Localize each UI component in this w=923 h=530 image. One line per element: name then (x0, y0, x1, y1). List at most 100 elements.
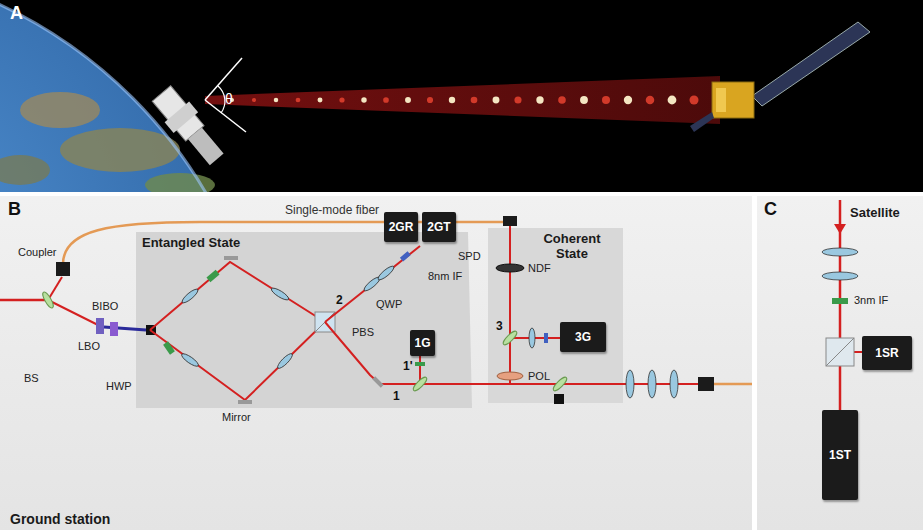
optics-ellipse (180, 352, 200, 368)
optics-rect (163, 341, 175, 354)
optics-g (690, 22, 870, 132)
optics-rect (716, 88, 726, 112)
optics-ellipse (822, 272, 858, 280)
optics-ellipse (60, 128, 180, 172)
part-label: HWP (106, 380, 132, 392)
optics-rect (372, 376, 383, 387)
panel-b (0, 196, 752, 530)
photon-dot (252, 98, 256, 102)
optics-rect (698, 377, 714, 391)
optics-polygon (205, 76, 720, 124)
fiber-label: Single-mode fiber (285, 204, 379, 217)
optics-polygon (752, 22, 870, 106)
optics-circle (0, 0, 270, 192)
optics-rect (96, 318, 104, 334)
optics-circle (0, 0, 270, 192)
part-label: PBS (352, 326, 374, 338)
panel-c (757, 196, 923, 530)
optics-ellipse (670, 370, 678, 398)
optics-polyline (150, 322, 325, 400)
part-label: Coupler (18, 246, 57, 258)
optics-ellipse (20, 92, 100, 128)
optics-polygon (834, 224, 846, 234)
satellite-panel: Satellite 1SR 1ST (757, 196, 923, 530)
detector-box: 2GR (384, 212, 418, 242)
part-label: BIBO (92, 300, 118, 312)
panel-heading: Ground station (10, 511, 110, 527)
optics-ellipse (376, 264, 395, 281)
optics-line (0, 299, 48, 302)
photon-dot (296, 98, 301, 103)
photon-dot (514, 96, 521, 103)
photon-dot (383, 97, 389, 103)
optics-polygon (690, 112, 714, 132)
path-number: 1 (393, 390, 400, 403)
photon-dot (427, 97, 433, 103)
optics-ellipse (270, 286, 290, 302)
detector-box: 2GT (422, 212, 456, 242)
panel-letter: B (8, 200, 21, 220)
optics-ellipse (412, 376, 429, 393)
detector-box: 1G (410, 330, 435, 356)
panel-letter: C (764, 200, 777, 220)
optics-line (325, 246, 420, 322)
photon-dot (274, 98, 278, 102)
detector-label: 1ST (829, 448, 851, 462)
path-number: 1' (403, 360, 413, 373)
photon-dot (405, 97, 411, 103)
panel-heading: Coherent State (526, 232, 618, 262)
optics-rect (544, 333, 548, 343)
photon-dot (361, 97, 366, 102)
optics-rect (400, 251, 411, 261)
optics-polyline (150, 262, 325, 330)
path-number: 2 (336, 294, 343, 307)
optics-g (230, 95, 699, 104)
optics-ellipse (822, 248, 858, 256)
optics-rect (554, 394, 564, 404)
detector-label: 1G (414, 336, 430, 350)
optics-polyline (325, 322, 752, 384)
part-label: NDF (528, 262, 551, 274)
optics-rect (206, 270, 219, 282)
part-label: BS (24, 372, 39, 384)
photon-dot (646, 96, 655, 105)
optics-rect (0, 0, 923, 192)
optics-rect (56, 262, 70, 276)
detector-box: 1ST (822, 410, 858, 500)
photon-dot (318, 98, 323, 103)
part-label: SPD (458, 250, 481, 262)
optics-ellipse (276, 352, 294, 370)
panel-letter: A (10, 4, 23, 24)
optics-ellipse (497, 372, 523, 380)
part-label: 8nm IF (428, 270, 462, 282)
detector-label: 2GR (389, 220, 414, 234)
detector-box: 1SR (862, 336, 912, 370)
photon-dot (471, 97, 478, 104)
photon-dot (602, 96, 610, 104)
part-label: POL (528, 370, 550, 382)
optics-rect (503, 216, 517, 226)
panel-heading: Entangled State (142, 236, 240, 251)
optics-ellipse (180, 287, 199, 304)
optics-rect (757, 196, 923, 530)
optics-path (218, 86, 225, 113)
path-number: 3 (496, 320, 503, 333)
ground-station-panel: Ground station Entangled State 2GR 2GT 1G Coh… (0, 196, 752, 530)
panel-heading: Satellite (850, 206, 900, 221)
optics-ellipse (41, 291, 55, 310)
optics-rect (165, 102, 199, 133)
optics-rect (712, 82, 754, 118)
optics-rect (188, 128, 224, 166)
coherent-region: Coherent State 3G (488, 228, 623, 403)
detector-label: 2GT (427, 220, 450, 234)
part-label: LBO (78, 340, 100, 352)
detector-label: 3G (575, 330, 591, 344)
optics-rect (238, 400, 252, 404)
optics-ellipse (502, 330, 519, 347)
optics-rect (832, 298, 848, 304)
optics-line (714, 383, 752, 386)
optics-rect (110, 322, 118, 336)
photon-dot (580, 96, 588, 104)
part-label: QWP (376, 298, 402, 310)
optics-ellipse (529, 328, 535, 348)
